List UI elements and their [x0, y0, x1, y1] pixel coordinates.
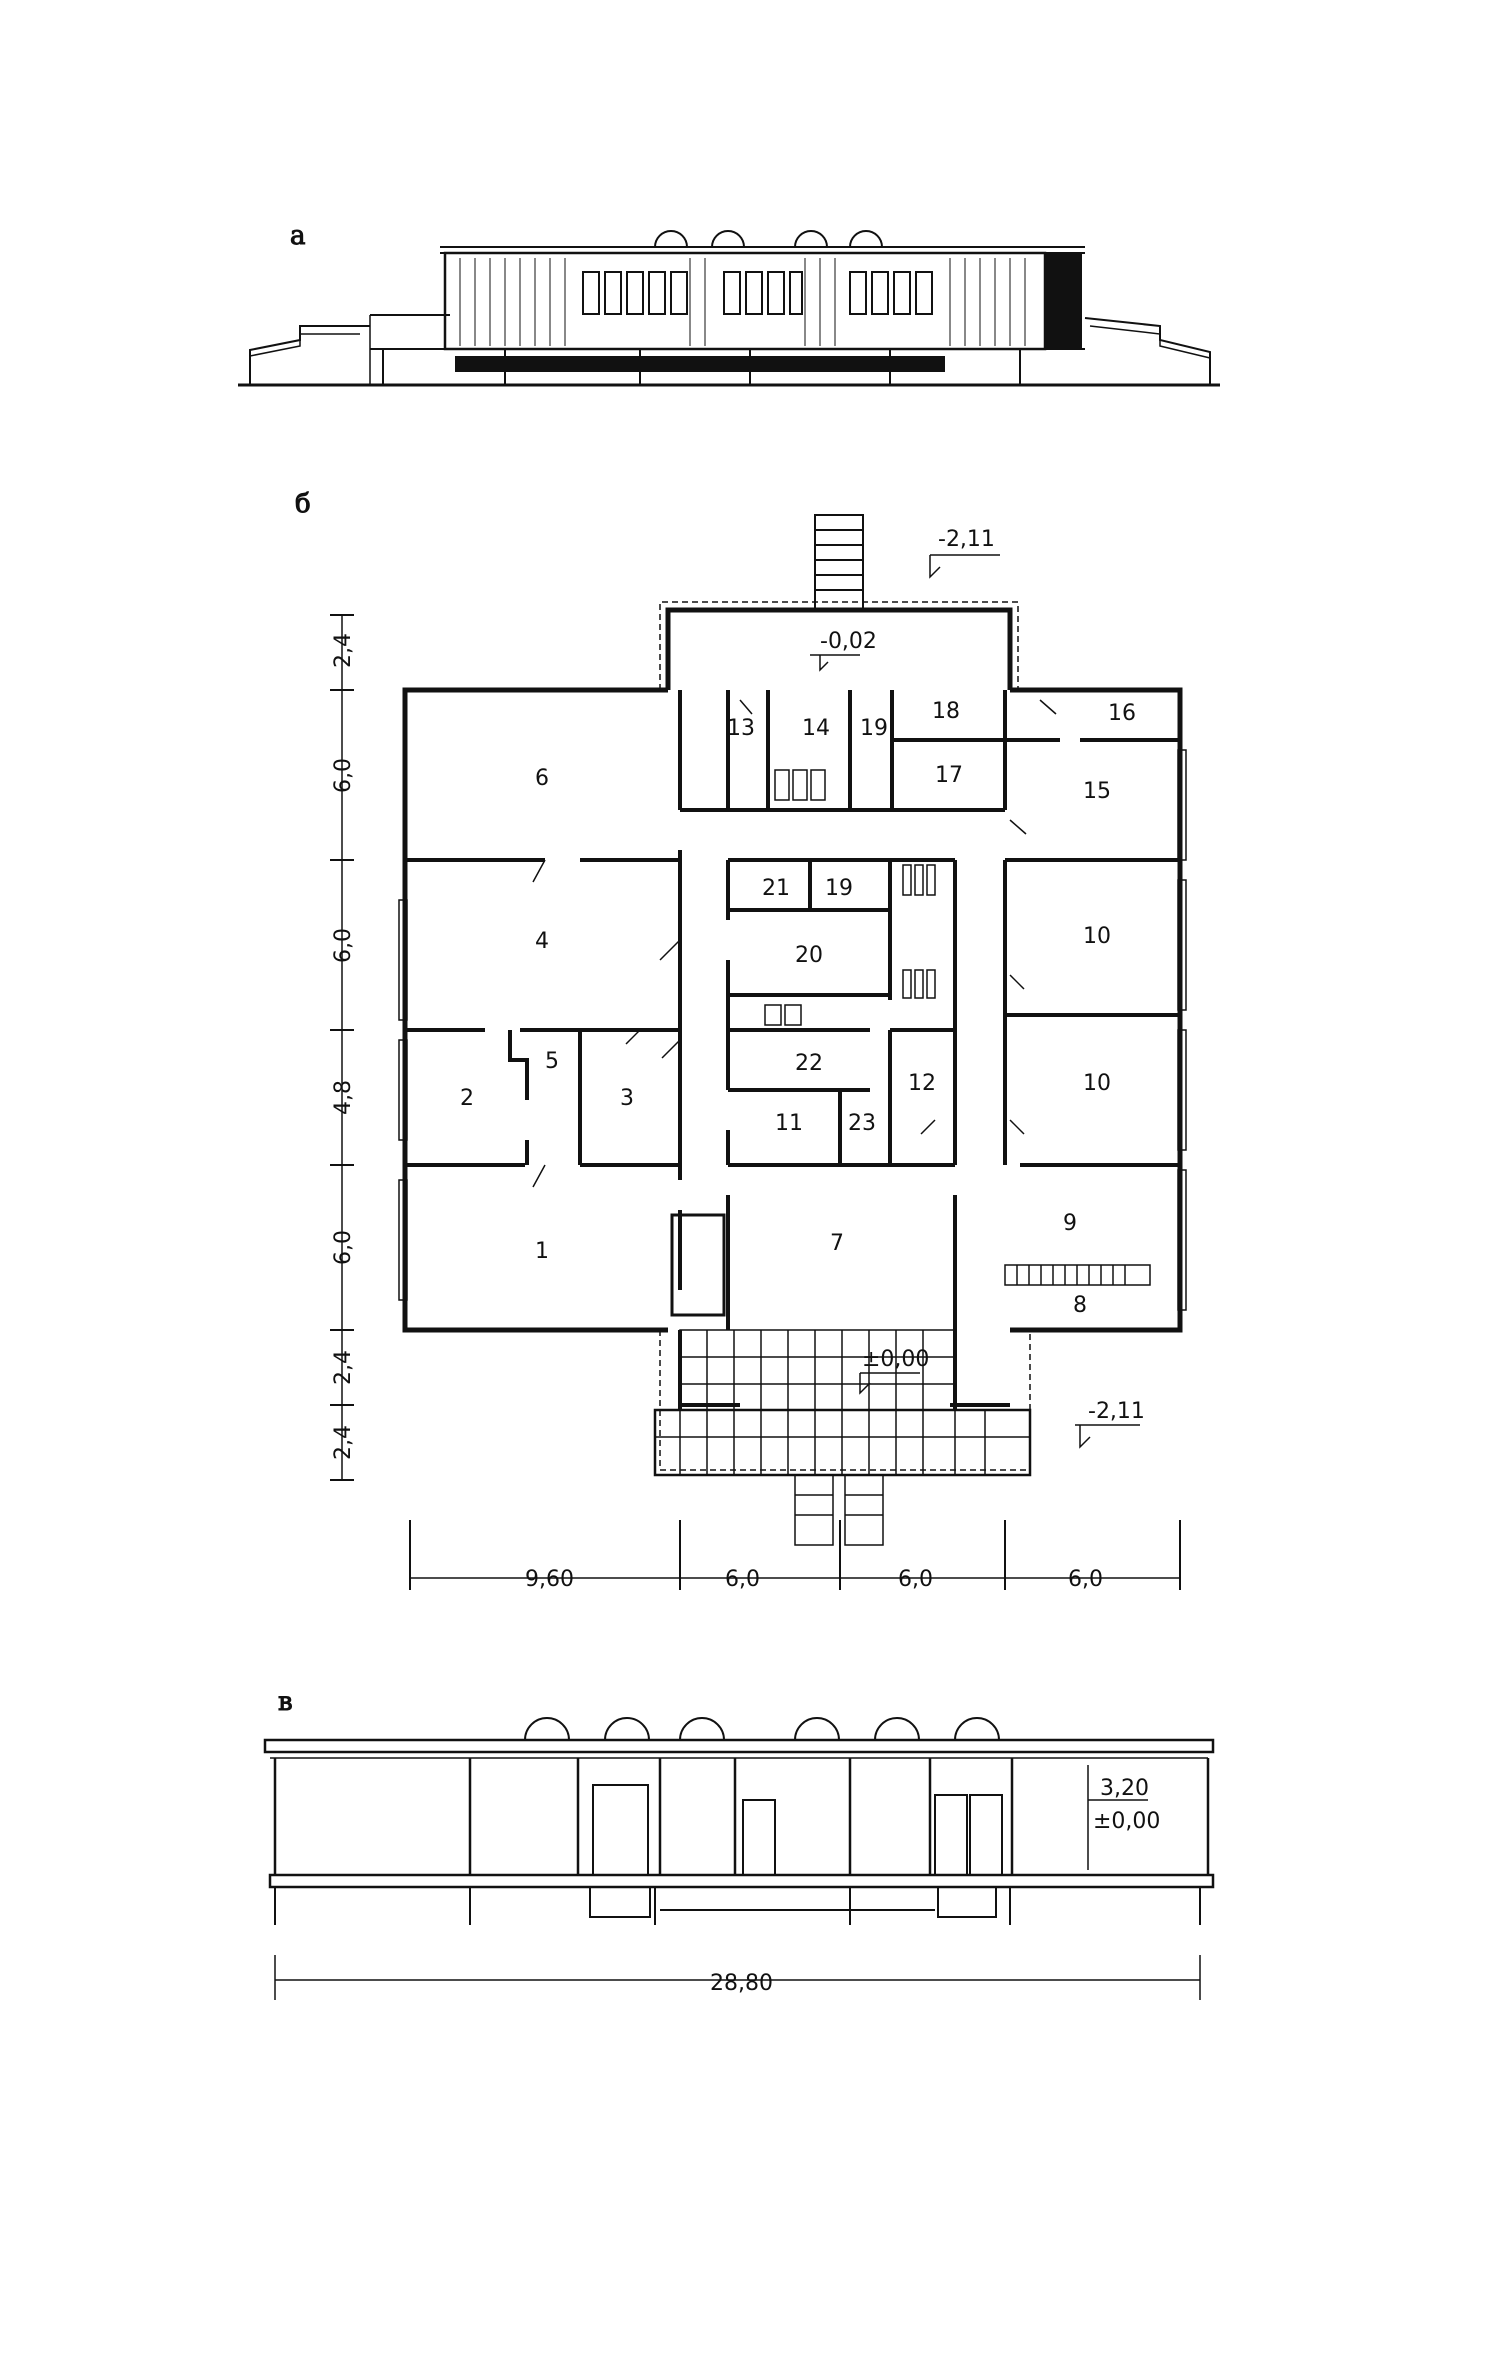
room-6-label: 6 [535, 766, 549, 791]
room-23-label: 23 [848, 1111, 876, 1136]
dim-v-1: 2,4 [331, 633, 356, 668]
room-19b-label: 19 [825, 876, 853, 901]
floor-plan: б [295, 489, 1187, 1592]
room-13-label: 13 [727, 716, 755, 741]
elev-north-ground: -2,11 [938, 527, 995, 552]
room-1-label: 1 [535, 1239, 549, 1264]
dim-v-5: 6,0 [331, 1230, 356, 1265]
room-14-label: 14 [802, 716, 830, 741]
room-20-label: 20 [795, 943, 823, 968]
north-stair [814, 514, 864, 611]
horizontal-dimension-chain: 9,60 6,0 6,0 6,0 [409, 1520, 1181, 1592]
room-7-label: 7 [830, 1231, 844, 1256]
room-18-label: 18 [932, 699, 960, 724]
room-11-label: 11 [775, 1111, 803, 1136]
room-labels: 1 2 3 4 5 6 7 8 9 10 10 11 12 13 14 15 1… [460, 699, 1136, 1318]
room-16-label: 16 [1108, 701, 1136, 726]
locker-row [1004, 1264, 1151, 1286]
dim-h-3: 6,0 [898, 1567, 933, 1592]
room-8-label: 8 [1073, 1293, 1087, 1318]
facade-elevation: а [238, 221, 1220, 387]
room-10b-label: 10 [1083, 1071, 1111, 1096]
overall-width-label: 28,80 [710, 1971, 773, 1996]
room-22-label: 22 [795, 1051, 823, 1076]
elev-vestibule: -0,02 [820, 629, 877, 654]
vertical-dimension-chain: 2,4 6,0 6,0 4,8 6,0 2,4 2,4 [330, 614, 356, 1481]
room-2-label: 2 [460, 1086, 474, 1111]
room-19a-label: 19 [860, 716, 888, 741]
room-3-label: 3 [620, 1086, 634, 1111]
south-entrance-terrace [653, 1329, 1032, 1546]
room-9-label: 9 [1063, 1211, 1077, 1236]
elev-south-ground: -2,11 [1088, 1399, 1145, 1424]
dim-v-4: 4,8 [331, 1080, 356, 1115]
dim-v-7: 2,4 [331, 1425, 356, 1460]
dim-h-4: 6,0 [1068, 1567, 1103, 1592]
section-label-a: а [290, 221, 306, 251]
room-5-label: 5 [545, 1049, 559, 1074]
section-label-c: в [278, 1687, 293, 1717]
room-15-label: 15 [1083, 779, 1111, 804]
dim-v-2: 6,0 [331, 758, 356, 793]
building-section: в [263, 1687, 1215, 2000]
elev-floor-zero: ±0,00 [862, 1347, 929, 1372]
room-17-label: 17 [935, 763, 963, 788]
room-12-label: 12 [908, 1071, 936, 1096]
section-height-label: 3,20 [1100, 1776, 1149, 1801]
dim-h-2: 6,0 [725, 1567, 760, 1592]
section-label-b: б [295, 489, 311, 519]
section-floor-label: ±0,00 [1093, 1809, 1160, 1834]
room-21-label: 21 [762, 876, 790, 901]
dim-v-3: 6,0 [331, 928, 356, 963]
room-4-label: 4 [535, 929, 549, 954]
room-10a-label: 10 [1083, 924, 1111, 949]
dim-h-1: 9,60 [525, 1567, 574, 1592]
dim-v-6: 2,4 [331, 1350, 356, 1385]
